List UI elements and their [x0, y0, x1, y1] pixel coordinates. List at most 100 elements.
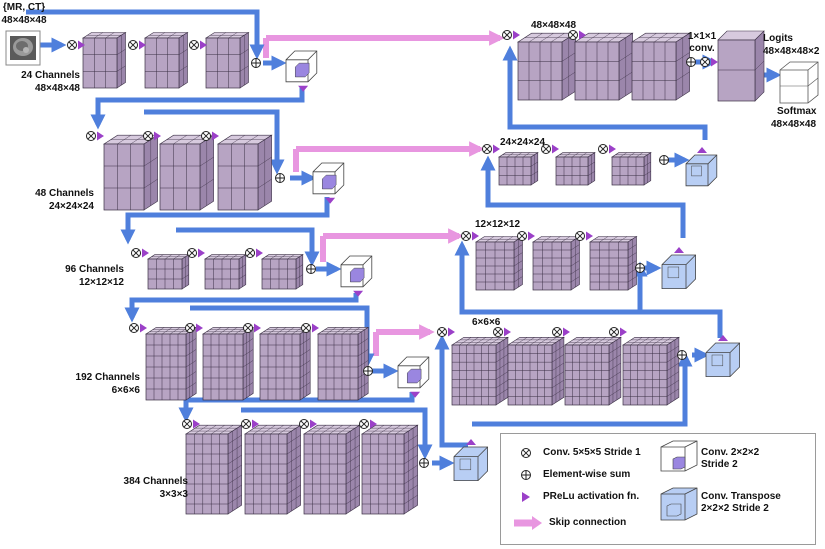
- enc5-block: [302, 424, 361, 515]
- legend-sum-text: Element-wise sum: [543, 469, 631, 480]
- conv-icon: [189, 40, 207, 50]
- legend-icons: [514, 440, 698, 530]
- sum-icon: [521, 470, 531, 480]
- enc5-channels: 384 Channels: [123, 476, 188, 487]
- conv-icon: [185, 323, 203, 333]
- prelu-icon: [298, 85, 309, 92]
- flow-arrow: [454, 240, 723, 338]
- conv-icon: [299, 419, 317, 429]
- conv-icon: [575, 231, 593, 241]
- logits-size: 48×48×48×2: [763, 46, 820, 57]
- conv-icon: [502, 30, 520, 40]
- prelu-icon: [448, 327, 455, 337]
- enc2-channels: 48 Channels: [35, 188, 94, 199]
- upconv-cube-icon: [685, 147, 718, 187]
- prelu-icon: [718, 335, 728, 341]
- up-conv-icon: [660, 487, 698, 521]
- down-conv-icon: [660, 440, 698, 472]
- downconv-cube-icon: [397, 356, 430, 398]
- conv-icon: [187, 248, 205, 258]
- dec1-block: [516, 32, 577, 101]
- enc2-block: [102, 134, 159, 211]
- legend: Conv. 5×5×5 Stride 1 Element-wise sum PR…: [500, 433, 816, 545]
- enc3-block: [146, 254, 190, 290]
- dec4-block: [450, 336, 509, 406]
- dec3-block: [588, 235, 638, 291]
- prelu-icon: [620, 327, 627, 337]
- skip-arrow-icon: [514, 516, 542, 530]
- conv-icon: [128, 40, 146, 50]
- prelu-icon: [522, 492, 530, 502]
- prelu-icon: [193, 419, 200, 429]
- conv-icon: [245, 248, 263, 258]
- dec1-block: [630, 32, 691, 101]
- flow-arrow: [26, 9, 265, 60]
- prelu-icon: [579, 30, 586, 40]
- enc3-block: [203, 254, 247, 290]
- dec2-size: 24×24×24: [500, 137, 546, 148]
- flow-arrow: [480, 155, 686, 238]
- prelu-icon: [198, 248, 205, 258]
- conv-icon: [131, 248, 149, 258]
- conv-icon: [541, 144, 559, 154]
- prelu-icon: [674, 247, 684, 253]
- prelu-icon: [212, 131, 219, 141]
- legend-conv-text: Conv. 5×5×5 Stride 1: [543, 447, 641, 458]
- dec2-block: [554, 152, 596, 186]
- enc2-size: 24×24×24: [48, 201, 94, 212]
- prelu-icon: [142, 248, 149, 258]
- enc1-block: [143, 31, 189, 89]
- prelu-icon: [312, 323, 319, 333]
- enc4-size: 6×6×6: [111, 385, 140, 396]
- enc3-channels: 96 Channels: [65, 264, 124, 275]
- enc5-size: 3×3×3: [159, 489, 188, 500]
- prelu-icon: [552, 144, 559, 154]
- enc1-channels: 24 Channels: [21, 70, 80, 81]
- dec3-block: [531, 235, 581, 291]
- prelu-icon: [609, 144, 616, 154]
- dec2-block: [610, 152, 652, 186]
- final-conv-label-2: conv.: [689, 43, 715, 54]
- sum-icon: [659, 155, 669, 165]
- dec4-block: [621, 336, 680, 406]
- legend-down-text-1: Conv. 2×2×2: [701, 447, 760, 458]
- conv-icon: [201, 131, 219, 141]
- conv-icon: [241, 419, 259, 429]
- conv-icon: [552, 327, 570, 337]
- logits-label: Logits: [763, 33, 793, 44]
- conv-icon: [493, 327, 511, 337]
- enc3-size: 12×12×12: [78, 277, 124, 288]
- flow-arrow: [176, 227, 320, 267]
- softmax-size: 48×48×48: [771, 119, 817, 130]
- downconv-cube-icon: [312, 162, 345, 204]
- prelu-icon: [466, 439, 476, 445]
- dec3-size: 12×12×12: [475, 219, 521, 230]
- upconv-cube-icon: [661, 247, 696, 289]
- enc1-block: [81, 31, 127, 89]
- legend-skip-text: Skip connection: [549, 517, 627, 528]
- enc2-block: [216, 134, 273, 211]
- enc4-block: [144, 326, 198, 401]
- prelu-icon: [256, 248, 263, 258]
- conv-icon: [301, 323, 319, 333]
- softmax-block: [779, 61, 819, 104]
- prelu-icon: [200, 40, 207, 50]
- logits-block: [717, 30, 765, 102]
- dec4-size: 6×6×6: [472, 317, 501, 328]
- enc5-block: [243, 424, 302, 515]
- flow-arrow: [144, 109, 285, 175]
- flow-arrow: [241, 407, 433, 460]
- dec4-block: [563, 336, 622, 406]
- enc4-block: [201, 326, 255, 401]
- conv-icon: [609, 327, 627, 337]
- prelu-icon: [254, 323, 261, 333]
- conv-icon: [598, 144, 616, 154]
- prelu-icon: [310, 419, 317, 429]
- legend-down-text-2: Stride 2: [701, 459, 738, 470]
- conv-icon: [437, 327, 455, 337]
- prelu-icon: [370, 419, 377, 429]
- prelu-icon: [410, 391, 421, 398]
- conv-icon: [482, 144, 500, 154]
- conv-icon: [182, 419, 200, 429]
